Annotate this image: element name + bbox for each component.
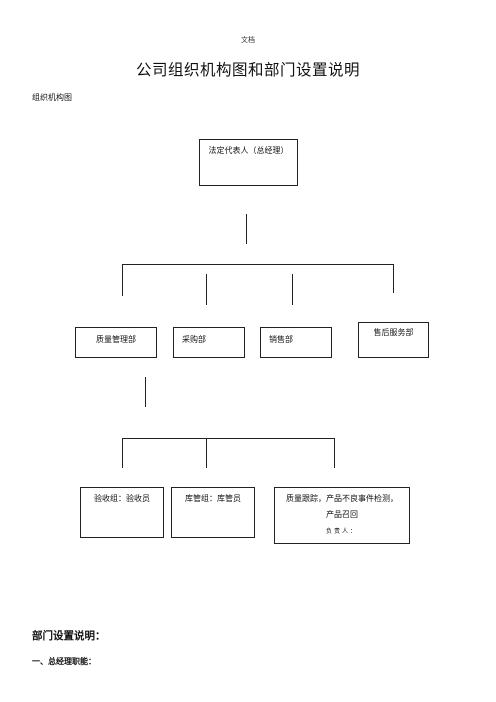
heading-department-description: 部门设置说明： (32, 630, 106, 642)
box-inspection-group-label: 验收组：验收员 (94, 494, 150, 503)
box-legal-representative: 法定代表人（总经理） (199, 139, 298, 186)
box-quality-management: 质量管理部 (75, 327, 157, 358)
box-legal-representative-label: 法定代表人（总经理） (208, 146, 289, 155)
box-sales: 销售部 (260, 327, 332, 358)
document-title: 公司组织机构图和部门设置说明 (135, 61, 360, 79)
connector-top-vertical (246, 214, 247, 244)
connector-qa-groups-horizontal (122, 438, 334, 439)
box-warehouse-group: 库管组：库管员 (171, 487, 255, 538)
connector-qa-branch-3 (334, 438, 335, 468)
box-quality-tracking-line3: 负责人： (325, 528, 358, 535)
box-sales-label: 销售部 (269, 335, 293, 344)
heading-gm-function: 一、总经理职能： (32, 656, 96, 666)
box-quality-tracking-line1: 质量跟踪，产品不良事件检测， (286, 494, 398, 503)
page-header-label: 文档 (241, 36, 255, 44)
connector-qa-branch-1 (122, 438, 123, 468)
box-purchasing: 采购部 (173, 327, 245, 358)
box-quality-management-label: 质量管理部 (96, 335, 136, 344)
connector-branch-4 (393, 264, 394, 293)
connector-departments-horizontal (122, 264, 394, 265)
connector-qa-branch-2 (206, 438, 207, 468)
box-quality-tracking: 质量跟踪，产品不良事件检测， 产品召回 负责人： (274, 487, 410, 544)
connector-branch-1 (122, 264, 123, 296)
connector-branch-3 (292, 274, 293, 305)
box-quality-tracking-line2: 产品召回 (326, 510, 358, 519)
box-purchasing-label: 采购部 (182, 335, 206, 344)
box-warehouse-group-label: 库管组：库管员 (185, 494, 241, 503)
box-inspection-group: 验收组：验收员 (80, 487, 164, 538)
box-after-sales: 售后服务部 (358, 322, 429, 358)
connector-qa-vertical (145, 377, 146, 407)
connector-branch-2 (206, 274, 207, 305)
box-after-sales-label: 售后服务部 (373, 328, 414, 337)
section-label-org-chart: 组织机构图 (32, 93, 72, 102)
